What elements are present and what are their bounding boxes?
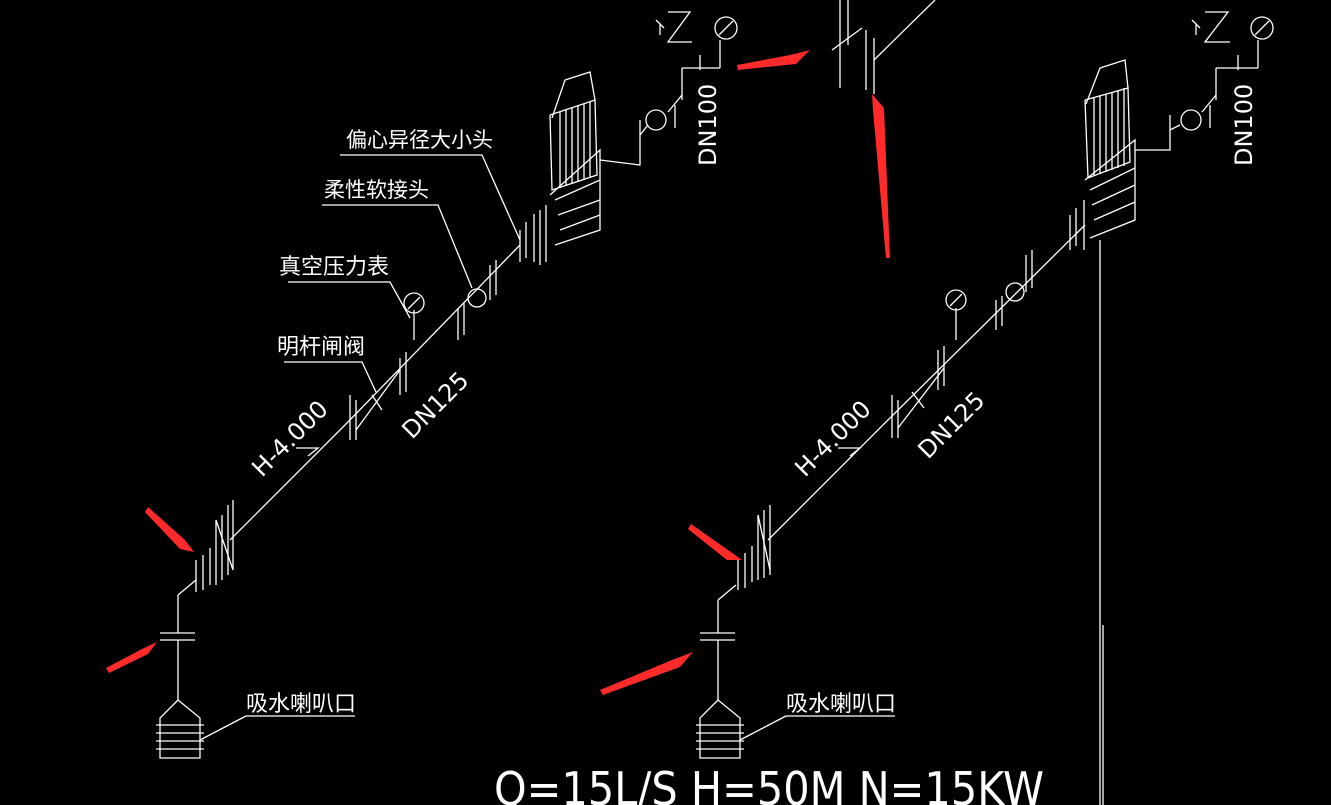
label-dn-suction-left: DN125 [396,366,474,444]
vacuum-gauge-left [403,292,425,340]
label-dn-discharge-right: DN100 [1230,84,1258,166]
red-arrow-icon [872,94,890,258]
suction-inlet-left [156,579,204,759]
suction-joint-left [195,500,234,592]
suction-pipe-left [229,424,346,541]
gate-valve-left [349,352,407,440]
red-arrow-icon [145,507,194,552]
label-pump-spec: Q=15L/S H=50M N=15KW [494,762,1044,805]
label-dn-suction-right: DN125 [912,386,990,464]
vacuum-gauge-right [945,289,967,340]
label-inlet-left: 吸水喇叭口 [246,692,356,717]
label-elevation-left: H-4.000 [246,395,333,482]
annotation-arrows [106,50,890,695]
flex-joint-right [995,250,1033,330]
pump-motor-left [549,71,641,246]
red-arrow-icon [600,652,693,695]
suction-pipe-right [767,417,891,541]
discharge-right [1169,11,1274,131]
top-pipe-joint [831,0,936,94]
eccentric-reducer-right [1069,200,1085,250]
elevation-marker-right [838,447,862,457]
label-elevation-right: H-4.000 [789,395,876,482]
suction-joint-right [737,505,771,590]
pump-motor-right [1084,59,1171,239]
elevation-marker-left [296,447,320,457]
red-arrow-icon [106,642,157,673]
label-flex-joint: 柔性软接头 [324,178,429,202]
red-arrow-icon [737,50,810,70]
label-dn-discharge-left: DN100 [694,84,722,166]
pump-unit-left [156,11,738,759]
red-arrow-icon [688,524,742,560]
discharge-left [639,11,738,136]
gate-valve-right [891,346,945,438]
flex-joint-left [457,260,497,340]
label-eccentric-reducer: 偏心异径大小头 [346,128,493,152]
label-inlet-right: 吸水喇叭口 [786,692,896,717]
label-gate-valve: 明杆闸阀 [277,335,365,360]
pump-unit-right [696,11,1274,805]
suction-inlet-right [696,584,744,759]
label-vacuum-gauge: 真空压力表 [279,255,389,280]
leader-lines [199,154,895,741]
eccentric-reducer-left [519,205,547,265]
